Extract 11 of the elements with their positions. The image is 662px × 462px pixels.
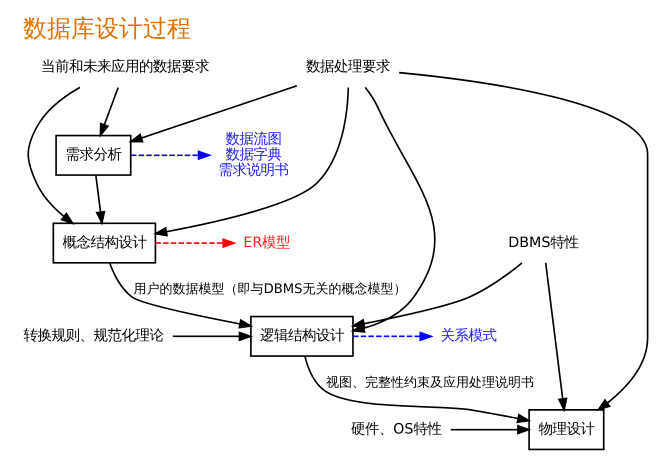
node-text: DBMS特性 bbox=[508, 234, 578, 251]
node-text: 转换规则、规范化理论 bbox=[23, 328, 164, 344]
node-text: 数据流图 数据字典 需求说明书 bbox=[218, 132, 289, 178]
node-text: 数据处理要求 bbox=[306, 59, 390, 76]
edge-label: 视图、完整性约束及应用处理说明书 bbox=[326, 375, 534, 390]
edge-label: 用户的数据模型（即与DBMS无关的概念模型） bbox=[134, 282, 407, 298]
diagram-title: 数据库设计过程 bbox=[23, 14, 192, 42]
node-text: 硬件、OS特性 bbox=[351, 421, 442, 438]
node-text: 当前和未来应用的数据要求 bbox=[41, 59, 210, 76]
node-text: 关系模式 bbox=[440, 328, 497, 344]
node-text: ER模型 bbox=[243, 234, 290, 251]
